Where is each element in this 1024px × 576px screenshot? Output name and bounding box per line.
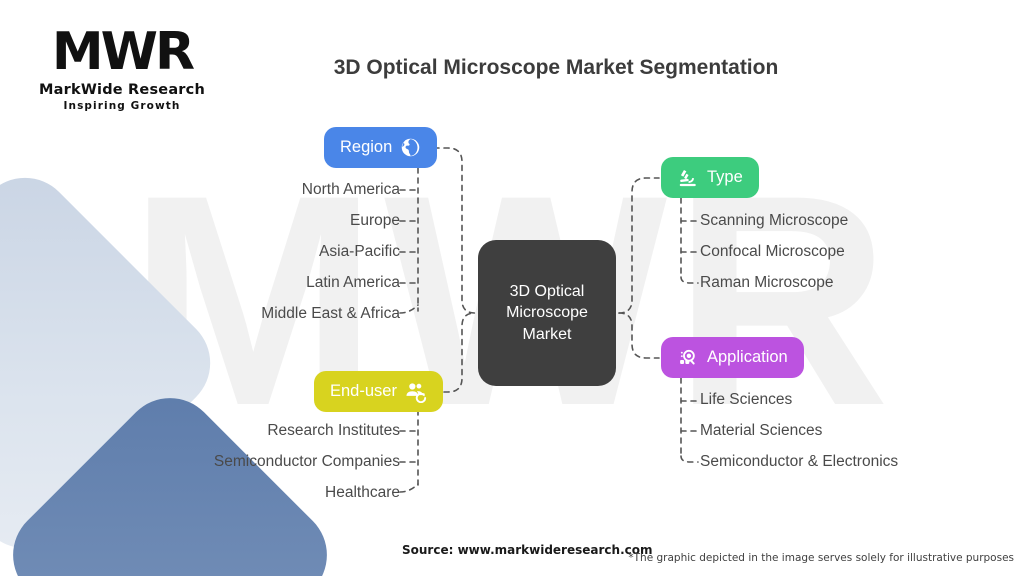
center-node-label: 3D Optical Microscope Market [506, 282, 588, 343]
leaf-list-enduser: Research Institutes Semiconductor Compan… [214, 423, 400, 516]
list-item: Latin America [306, 274, 400, 291]
branch-badge-enduser[interactable]: End-user [314, 371, 443, 412]
list-item: North America [301, 181, 400, 198]
logo-company-name: MarkWide Research [39, 82, 205, 98]
brand-logo: MWR MarkWide Research Inspiring Growth [22, 26, 222, 112]
list-item: Scanning Microscope [700, 212, 849, 229]
leaf-list-application: Life Sciences Material Sciences Semicond… [700, 392, 898, 485]
source-text[interactable]: Source: www.markwideresearch.com [402, 543, 653, 557]
list-item: Europe [350, 212, 400, 229]
connector-enduser-center [433, 312, 476, 393]
list-item: Asia-Pacific [319, 243, 400, 260]
center-node[interactable]: 3D Optical Microscope Market [478, 240, 616, 386]
users-refresh-icon [405, 381, 427, 403]
list-item: Semiconductor Companies [213, 453, 400, 470]
branch-badge-type[interactable]: Type [661, 157, 759, 198]
logo-mark: MWR [51, 22, 195, 82]
branch-badge-region[interactable]: Region [324, 127, 438, 168]
tick-region-4 [399, 304, 419, 314]
list-item: Raman Microscope [700, 274, 834, 291]
tick-application-2 [680, 455, 699, 463]
list-item: Research Institutes [267, 422, 400, 439]
branch-label-application: Application [707, 348, 788, 366]
tick-type-2 [680, 276, 699, 284]
analysis-magnifier-icon [677, 347, 699, 369]
list-item: Semiconductor & Electronics [700, 453, 899, 470]
globe-icon [400, 137, 421, 158]
disclaimer-text: *The graphic depicted in the image serve… [628, 552, 1014, 564]
tick-enduser-2 [399, 483, 419, 493]
connector-center-application [618, 312, 660, 359]
list-item: Middle East & Africa [261, 305, 400, 322]
logo-tagline: Inspiring Growth [63, 100, 181, 112]
leaf-list-type: Scanning Microscope Confocal Microscope … [700, 213, 848, 306]
list-item: Confocal Microscope [700, 243, 845, 260]
branch-label-enduser: End-user [330, 382, 397, 400]
leaf-list-region: North America Europe Asia-Pacific Latin … [261, 182, 400, 337]
connector-center-type [618, 177, 660, 314]
list-item: Material Sciences [700, 422, 823, 439]
microscope-icon [677, 167, 699, 189]
page-title: 3D Optical Microscope Market Segmentatio… [333, 56, 779, 79]
connector-region-center [433, 147, 476, 314]
list-item: Life Sciences [700, 391, 793, 408]
list-item: Healthcare [325, 484, 400, 501]
branch-label-type: Type [707, 168, 743, 186]
branch-badge-application[interactable]: Application [661, 337, 804, 378]
branch-label-region: Region [340, 138, 393, 156]
